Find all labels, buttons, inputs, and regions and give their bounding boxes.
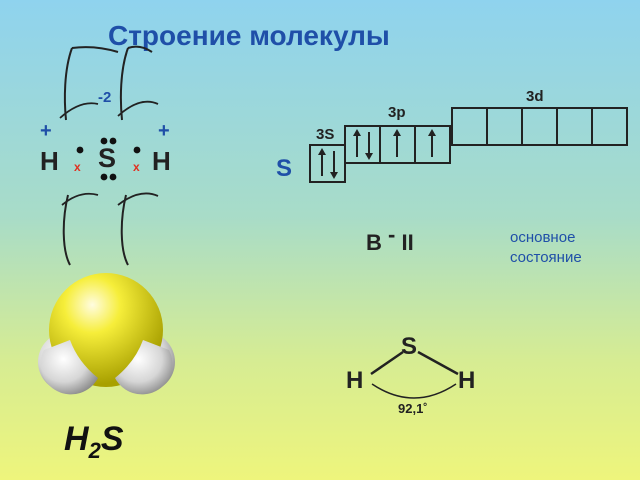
geometry-hydrogen-right: H: [458, 367, 476, 394]
bracket-stroke-lower-mid-2: [117, 192, 159, 206]
bond-line-right: [417, 350, 459, 376]
hydrogen-sphere-left-front: [40, 340, 98, 395]
charge-plus-right: +: [158, 120, 170, 142]
ground-state-line-1: основное: [510, 229, 576, 246]
electron-dot: [100, 173, 108, 181]
bond-mark-left: x: [74, 160, 81, 174]
electron-dot: [109, 137, 117, 145]
bond-line-left: [370, 350, 404, 376]
lewis-hydrogen-right: H: [152, 146, 171, 176]
bracket-stroke-upper-curve-b: [117, 100, 159, 117]
electron-dot: [133, 146, 141, 154]
orbital-3p-label: 3p: [388, 104, 406, 121]
electron-dot: [76, 146, 84, 154]
ground-state-line-2: состояние: [510, 249, 582, 266]
bond-angle-value: 92,1˚: [398, 401, 428, 416]
charge-minus-two: -2: [98, 89, 112, 106]
bracket-stroke-upper-left-2: [71, 46, 119, 53]
valence-label: B - II: [366, 222, 414, 256]
bracket-stroke-upper-mid: [119, 47, 129, 121]
valence-dash: -: [388, 222, 396, 247]
arrowhead-up: [393, 129, 401, 136]
molecule-formula: H2S: [64, 420, 124, 464]
valence-prefix: B: [366, 230, 382, 255]
bracket-stroke-upper-mid-2: [127, 45, 153, 53]
orbital-3d-label: 3d: [526, 88, 544, 105]
electron-dot: [109, 173, 117, 181]
formula-base: H: [64, 420, 89, 458]
formula-subscript: 2: [88, 437, 101, 463]
electron-dot: [100, 137, 108, 145]
arrowhead-up: [318, 148, 326, 155]
bond-angle-arc: [371, 383, 457, 399]
arrowhead-up: [353, 129, 361, 136]
bracket-stroke-lower-left-2: [61, 192, 99, 206]
bracket-stroke-upper-curve-a: [59, 102, 99, 119]
charge-plus-left: +: [40, 120, 52, 142]
arrowhead-down: [365, 153, 373, 160]
formula-tail: S: [100, 420, 124, 458]
orbital-3s-label: 3S: [316, 126, 335, 143]
geometry-hydrogen-left: H: [346, 367, 364, 394]
bond-mark-right: x: [133, 160, 140, 174]
orbital-element-label: S: [276, 155, 293, 182]
arrowhead-down: [330, 172, 338, 179]
ground-state-note: основное состояние: [510, 228, 582, 268]
bracket-stroke-lower-mid: [120, 194, 129, 266]
geometry-sulfur: S: [401, 333, 418, 360]
hydrogen-sphere-right-front: [115, 340, 173, 395]
page-title: Строение молекулы: [108, 20, 390, 51]
lewis-sulfur-center: S: [98, 143, 117, 173]
lewis-hydrogen-left: H: [40, 146, 59, 176]
orbital-box-3p-3: [414, 125, 451, 164]
arrowhead-up: [428, 129, 436, 136]
valence-value: II: [401, 230, 414, 255]
orbital-box-3d-5: [591, 107, 628, 146]
